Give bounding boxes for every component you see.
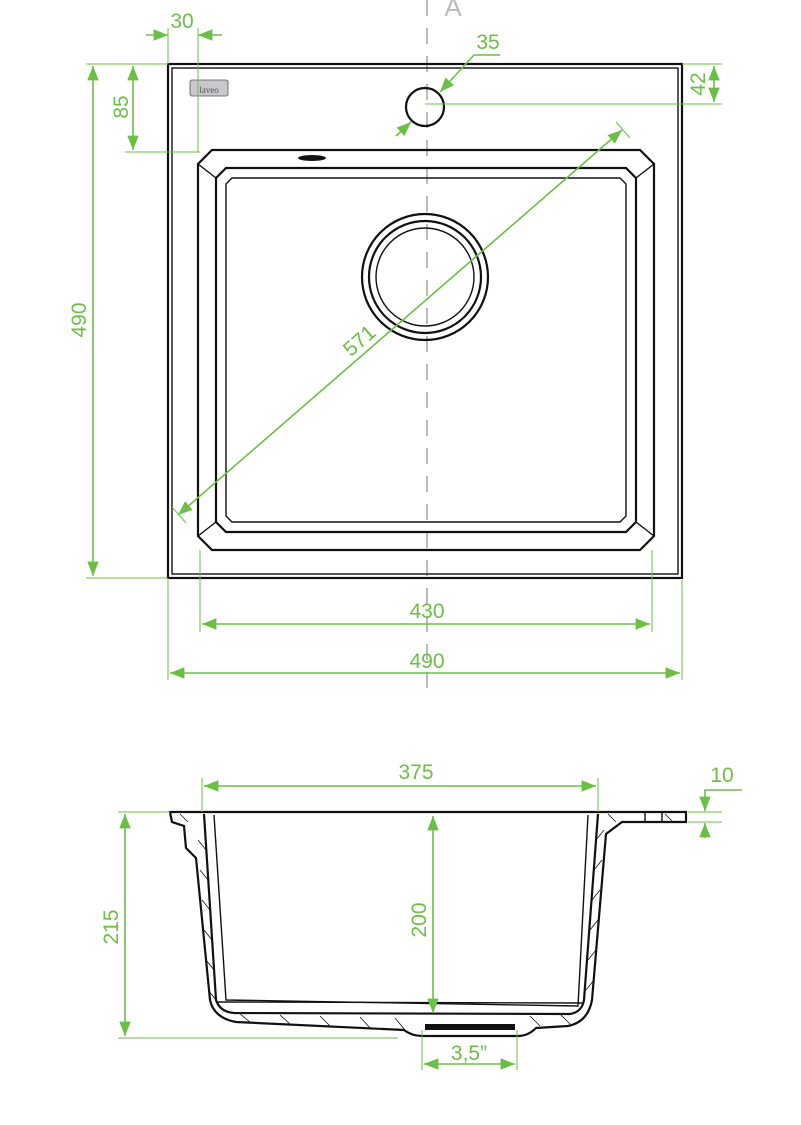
dim-drain-size: 3,5” — [451, 1042, 487, 1065]
top-view: laveo 30 85 490 42 35 571 430 490 — [68, 10, 722, 680]
dim-tap-hole-offset: 42 — [687, 72, 710, 95]
svg-text:laveo: laveo — [199, 85, 219, 95]
dim-diagonal: 571 — [339, 321, 381, 361]
section-hatching — [179, 813, 674, 1031]
sink-outline-inner — [171, 67, 679, 575]
dim-rim-thickness: 10 — [710, 764, 733, 787]
dim-overall-height: 215 — [100, 909, 123, 944]
section-view: 375 10 215 200 3,5” — [100, 761, 742, 1070]
tap-hole — [404, 86, 446, 128]
drain-outer — [360, 212, 490, 342]
dim-bowl-width: 430 — [409, 600, 444, 623]
sink-outline — [166, 62, 684, 580]
dim-overall-width: 490 — [409, 650, 444, 673]
overflow-slot — [298, 155, 326, 161]
drain-outlet — [425, 1024, 515, 1030]
sink-section-outline — [168, 810, 688, 1038]
dim-bowl-depth: 200 — [408, 902, 431, 937]
dim-flange-width: 30 — [170, 10, 193, 33]
dim-tap-hole-diameter: 35 — [476, 31, 499, 54]
dim-overall-depth: 490 — [68, 302, 91, 337]
bowl-inner-wall — [202, 813, 600, 1016]
dim-flange-depth: 85 — [110, 95, 133, 118]
drain-ring — [367, 219, 483, 335]
logo-badge: laveo — [189, 79, 229, 97]
section-marker: A — [444, 0, 462, 22]
dim-bowl-top-width: 375 — [398, 761, 433, 784]
